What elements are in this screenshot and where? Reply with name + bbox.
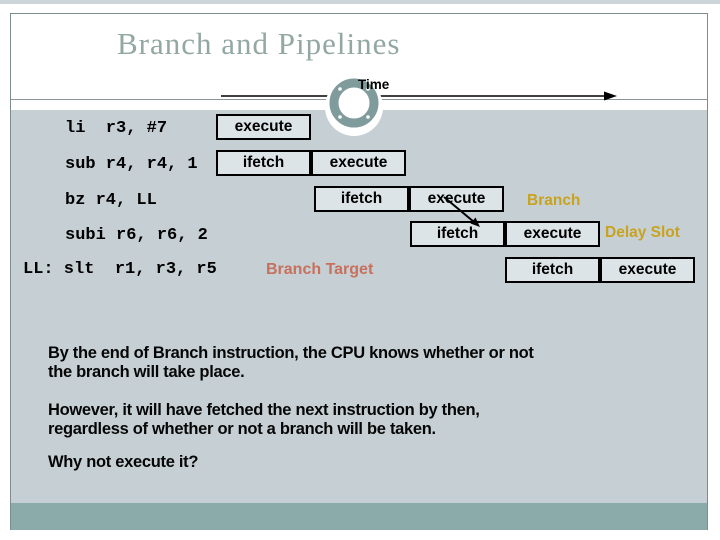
instruction-sub: sub r4, r4, 1 [65,155,198,174]
ring-decoration-icon [329,78,379,128]
pipeline-stage-box: ifetch [410,221,505,247]
pipeline-stage-box: ifetch [216,150,311,176]
branch-annotation: Branch [527,192,581,209]
branch-target-annotation: Branch Target [266,261,374,278]
time-label: Time [358,77,390,92]
time-axis-arrow-icon [221,91,617,101]
pipeline-stage-box: ifetch [505,257,600,283]
top-edge-strip [0,0,720,4]
note-fetched-next: However, it will have fetched the next i… [48,401,480,438]
instruction-slt: LL: slt r1, r3, r5 [23,260,217,279]
delay-slot-annotation: Delay Slot [605,224,680,241]
pipeline-stage-box: ifetch [314,186,409,212]
pipeline-stage-box: execute [311,150,406,176]
instruction-subi: subi r6, r6, 2 [65,226,208,245]
note-why-not-execute: Why not execute it? [48,453,199,471]
instruction-li: li r3, #7 [65,119,168,138]
branch-to-delay-arrow-icon [443,196,480,227]
pipeline-stage-box: execute [216,114,311,140]
pipeline-stage-box: execute [600,257,695,283]
footer-band [11,503,707,530]
instruction-bz: bz r4, LL [65,191,157,210]
pipeline-stage-box: execute [505,221,600,247]
note-branch-known: By the end of Branch instruction, the CP… [48,344,534,381]
page-title: Branch and Pipelines [117,26,401,61]
